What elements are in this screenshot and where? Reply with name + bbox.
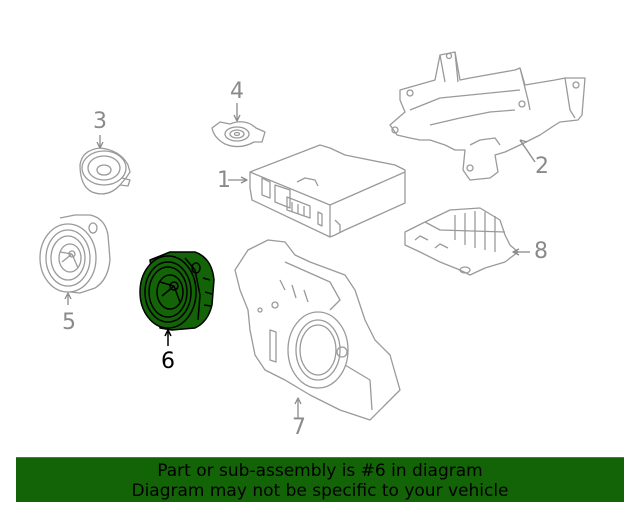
diagram-info-banner: Part or sub-assembly is #6 in diagram Di… (16, 457, 624, 502)
callout-3: 3 (93, 109, 107, 134)
part-6-speaker-highlighted[interactable] (139, 251, 215, 346)
callout-4: 4 (230, 79, 244, 104)
part-5-speaker[interactable] (39, 214, 111, 305)
part-4-tweeter[interactable] (211, 103, 266, 148)
banner-line-disclaimer: Diagram may not be specific to your vehi… (131, 481, 509, 501)
callout-7: 7 (292, 415, 306, 440)
part-3-speaker[interactable] (79, 135, 131, 195)
callout-2: 2 (535, 154, 549, 179)
part-2-bracket[interactable] (389, 51, 586, 181)
part-8-module[interactable] (404, 207, 530, 276)
banner-line-part: Part or sub-assembly is #6 in diagram (157, 461, 483, 481)
parts-diagram: 1 2 3 4 5 6 7 8 (39, 51, 586, 440)
callout-5: 5 (62, 310, 76, 335)
callout-6: 6 (161, 349, 175, 374)
callout-8: 8 (534, 239, 548, 264)
diagram-canvas (39, 51, 586, 421)
part-7-enclosure[interactable] (234, 239, 401, 421)
callout-1: 1 (217, 168, 231, 193)
part-1-amplifier[interactable] (228, 144, 406, 238)
